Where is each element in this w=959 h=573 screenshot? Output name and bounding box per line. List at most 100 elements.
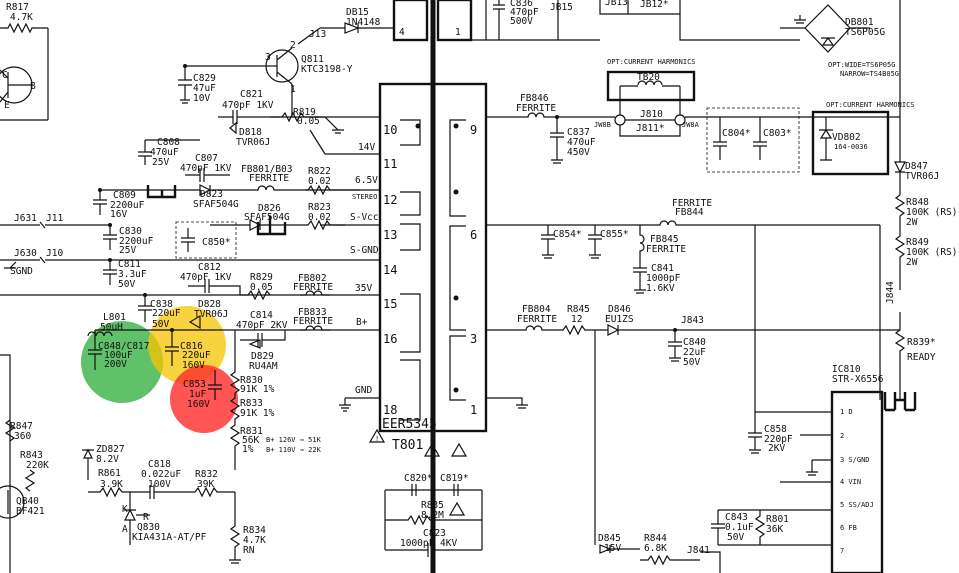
c819-label: C819*: [440, 473, 469, 484]
r844-v-label: 6.8K: [644, 543, 667, 554]
c818-label: C818: [148, 459, 171, 470]
r819-label: R819: [293, 107, 316, 118]
jb13-label: JB13: [605, 0, 628, 8]
c848-v2-label: 200V: [104, 359, 127, 370]
r829-label: R829: [250, 272, 273, 283]
r830-v-label: 91K 1%: [240, 384, 275, 395]
pin-13: 13: [383, 228, 397, 242]
fb844-label: FB844: [675, 207, 704, 218]
r832-label: R832: [195, 469, 218, 480]
ferrite-label: FERRITE: [293, 316, 333, 327]
pin-1: 1: [470, 403, 477, 417]
c816-v1-label: 220uF: [182, 350, 211, 361]
pin-e-label: E: [4, 100, 10, 111]
c829-v1-label: 47uF: [193, 83, 216, 94]
c812-label: C812: [198, 262, 221, 273]
r848-v2-label: 2W: [906, 217, 918, 228]
d828-label: D828: [198, 299, 221, 310]
r843-label: R843: [20, 450, 43, 461]
c829-v2-label: 10V: [193, 93, 210, 104]
ic810-v-label: STR-X6556: [832, 374, 884, 385]
c823-v-label: 1000pF 4KV: [400, 538, 457, 549]
c848-v1-label: 100uF: [104, 350, 133, 361]
c840-v1-label: 22uF: [683, 347, 706, 358]
6-label: 7: [840, 547, 844, 555]
1-label: 2: [840, 432, 844, 440]
highlight-yellow-circle: [148, 306, 226, 384]
c818-v2-label: 100V: [148, 479, 171, 490]
ferrite-label: FERRITE: [646, 244, 686, 255]
pin-12: 12: [383, 193, 397, 207]
c840-v2-label: 50V: [683, 357, 700, 368]
db15-label: DB15: [346, 7, 369, 18]
c843-v1-label: 0.1uF: [725, 522, 754, 533]
line-14v: 14V: [358, 142, 375, 153]
jb15-label: JB15: [550, 2, 573, 13]
j11-label: J11: [46, 213, 63, 224]
ferrite-label: FERRITE: [672, 198, 712, 209]
fb845-label: FB845: [650, 234, 679, 245]
r849-v1-label: 100K (RS): [906, 247, 957, 258]
0-label: 1 D: [840, 408, 853, 416]
c841-v2-label: 1.6KV: [646, 283, 675, 294]
fb804-label: FB804: [522, 304, 551, 315]
r831-v1-label: 56K: [242, 435, 259, 446]
c850-label: C850*: [202, 237, 231, 248]
c820-label: C820*: [404, 473, 433, 484]
j811-label: J811*: [636, 123, 665, 134]
c853-v1-label: 1uF: [189, 389, 206, 400]
d826-label: D826: [258, 203, 281, 214]
j13-label: J13: [309, 29, 326, 40]
r819-v-label: 0.05: [297, 116, 320, 127]
r848-label: R848: [906, 197, 929, 208]
c804-label: C804*: [722, 128, 751, 139]
r817-v-label: 4.7K: [10, 12, 33, 23]
vd802-v-label: 164-0036: [834, 143, 868, 151]
c837-v2-label: 450V: [567, 147, 590, 158]
r834-v2-label: RN: [243, 545, 255, 556]
d846-label: D846: [608, 304, 631, 315]
d826-v-label: SFAF504G: [244, 212, 290, 223]
d823-v-label: SFAF504G: [193, 199, 239, 210]
svg-text:2: 2: [290, 40, 296, 51]
line-stereo: STEREO: [352, 193, 377, 201]
transformer-t801: 4 1 10 11 12 13 14 15 16 18 9 6 3 1 EER5…: [368, 0, 488, 573]
note-b110-label: B+ 110V ⇒ 22K: [266, 446, 322, 454]
c848-label: C848/C817: [98, 341, 149, 352]
r831-label: R831: [240, 426, 263, 437]
r822-v-label: 0.02: [308, 176, 331, 187]
j10-label: J10: [46, 248, 63, 259]
line-35v: 35V: [355, 283, 372, 294]
note-b126-label: B+ 126V ⇒ 51K: [266, 436, 322, 444]
c818-v1-label: 0.022uF: [141, 469, 181, 480]
c811-v2-label: 50V: [118, 279, 135, 290]
r839-label: R839*: [907, 337, 936, 348]
pin-1b-label: 1: [455, 27, 461, 38]
r845-v-label: 12: [571, 314, 582, 325]
transformer-ref: T801: [392, 438, 423, 453]
c843-v2-label: 50V: [727, 532, 744, 543]
svg-text:1: 1: [290, 84, 296, 95]
d847-label: D847: [905, 161, 928, 172]
r829-v-label: 0.05: [250, 282, 273, 293]
c830-v2-label: 25V: [119, 245, 136, 256]
j841-label: J841: [687, 545, 710, 556]
highlight-green-circle: [81, 321, 163, 403]
c841-v1-label: 1000pF: [646, 273, 681, 284]
q811-label: Q811: [301, 54, 324, 65]
r849-label: R849: [906, 237, 929, 248]
c858-v2-label: 2KV: [768, 443, 785, 454]
4-label: 5 SS/ADJ: [840, 501, 874, 509]
pin-a-label: A: [122, 524, 128, 535]
j844-label: J844: [885, 281, 896, 304]
2-label: 3 S/GND: [840, 456, 870, 464]
c809-v2-label: 16V: [110, 209, 127, 220]
pin-18: 18: [383, 403, 397, 417]
c830-label: C830: [119, 226, 142, 237]
c829-label: C829: [193, 73, 216, 84]
r830-label: R830: [240, 375, 263, 386]
c838-v1-label: 220uF: [152, 308, 181, 319]
pin-16: 16: [383, 332, 397, 346]
c843-label: C843: [725, 512, 748, 523]
r823-v-label: 0.02: [308, 212, 331, 223]
